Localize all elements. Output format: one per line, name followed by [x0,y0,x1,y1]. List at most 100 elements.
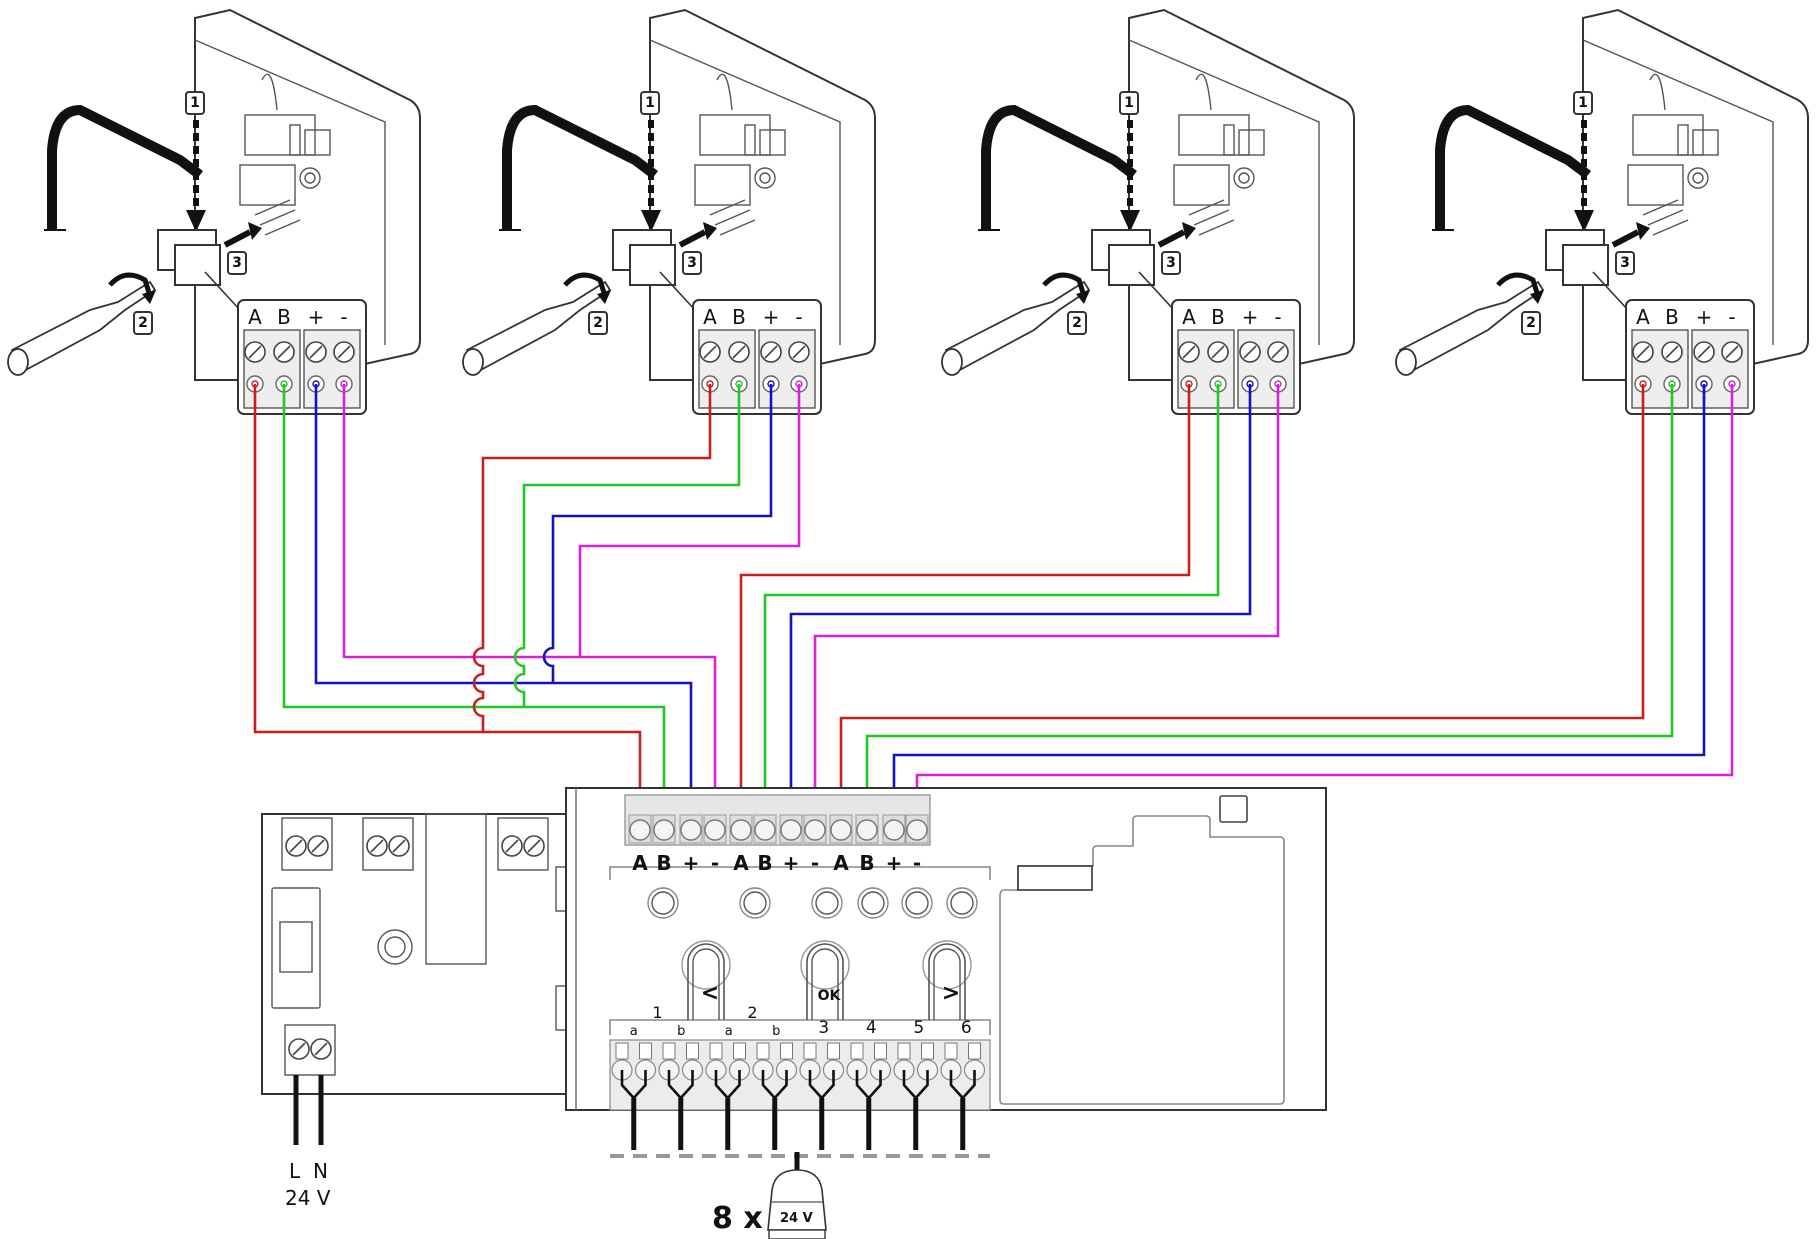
zone-label-2: 2 [747,1003,757,1022]
terminal-screw[interactable] [273,341,295,363]
wire-thermostat-2-0 [472,384,712,732]
terminal-screw[interactable] [1207,341,1229,363]
bus-terminal[interactable] [804,819,826,841]
wire-thermostat-1-2 [314,384,693,830]
terminal-label: A [1636,305,1650,329]
step-label-3: 3 [1620,255,1630,271]
terminal-screw[interactable] [1693,341,1715,363]
wire-thermostat-3-2 [789,384,1252,830]
wire-thermostat-4-2 [892,384,1706,830]
bus-terminal-label: - [811,851,819,875]
button-label: < [701,981,719,1006]
bus-terminal-label: B [656,851,671,875]
terminal-screw[interactable] [788,341,810,363]
terminal-label: B [277,305,291,329]
bus-terminal[interactable] [830,819,852,841]
wire-thermostat-2-2 [542,384,773,683]
terminal-screw[interactable] [1721,341,1743,363]
step-label-2: 2 [1526,315,1536,331]
terminal-label: - [340,305,347,329]
bus-terminal[interactable] [856,819,878,841]
bus-terminal[interactable] [754,819,776,841]
wire-thermostat-4-3 [915,384,1734,830]
bus-terminal[interactable] [704,819,726,841]
zone-label-3: 3 [818,1018,829,1038]
bus-terminal-label: B [859,851,874,875]
step-label-1: 1 [190,95,200,111]
bus-terminal[interactable] [653,819,675,841]
bus-terminal-label: - [711,851,719,875]
zone-sub-label: b [772,1024,780,1039]
terminal-screw[interactable] [333,341,355,363]
terminal-screw[interactable] [244,341,266,363]
bus-terminal[interactable] [680,819,702,841]
terminal-label: + [308,305,325,329]
bus-terminal-label: B [757,851,772,875]
wire-thermostat-4-0 [839,384,1645,830]
terminal-label: - [1728,305,1735,329]
bus-terminal-label: + [683,851,700,875]
zone-sub-label: a [725,1024,733,1039]
wire-thermostat-4-1 [865,384,1674,830]
terminal-label: - [1274,305,1281,329]
bus-terminal[interactable] [730,819,752,841]
step-label-1: 1 [1578,95,1588,111]
zone-label-1: 1 [652,1003,662,1022]
bus-terminal[interactable] [906,819,928,841]
wire-thermostat-3-3 [813,384,1280,830]
power-module [261,813,573,1145]
ok-button[interactable]: OK [800,940,850,1020]
bus-terminal[interactable] [780,819,802,841]
terminal-screw[interactable] [1239,341,1261,363]
zone-label-4: 4 [866,1018,877,1038]
bus-terminal-label: A [833,851,849,875]
terminal-screw[interactable] [1632,341,1654,363]
terminal-screw[interactable] [305,341,327,363]
zone-label-5: 5 [913,1018,924,1038]
step-label-1: 1 [1124,95,1134,111]
zone-sub-label: a [630,1024,638,1039]
terminal-screw[interactable] [760,341,782,363]
terminal-screw[interactable] [1661,341,1683,363]
terminal-screw[interactable] [699,341,721,363]
terminal-label: + [1696,305,1713,329]
terminal-label: B [732,305,746,329]
button-label: > [942,981,960,1006]
step-label-3: 3 [232,255,242,271]
power-label-n: N [313,1159,328,1183]
step-label-3: 3 [687,255,697,271]
bus-terminal-label: A [733,851,749,875]
actuator-count-label: 8 x [712,1201,763,1236]
zone-sub-label: b [677,1024,685,1039]
previous-button[interactable]: < [681,940,731,1020]
terminal-label: + [763,305,780,329]
bus-terminal[interactable] [883,819,905,841]
power-label-l: L [289,1159,301,1183]
terminal-label: + [1242,305,1259,329]
bus-terminal-label: A [632,851,648,875]
step-label-2: 2 [593,315,603,331]
step-label-2: 2 [1072,315,1082,331]
bus-terminal[interactable] [629,819,651,841]
step-label-1: 1 [645,95,655,111]
terminal-label: A [703,305,717,329]
wire-thermostat-3-0 [739,384,1191,830]
bus-terminal-label: + [783,851,800,875]
terminal-label: A [1182,305,1196,329]
wire-thermostat-1-1 [282,384,666,830]
terminal-screw[interactable] [728,341,750,363]
step-label-2: 2 [138,315,148,331]
terminal-screw[interactable] [1178,341,1200,363]
wire-thermostat-1-0 [253,384,642,830]
terminal-screw[interactable] [1267,341,1289,363]
next-button[interactable]: > [922,940,972,1020]
zone-label-6: 6 [961,1018,972,1038]
bus-terminal-label: + [886,851,903,875]
power-voltage-label: 24 V [285,1186,331,1210]
wire-thermostat-2-3 [578,384,801,657]
